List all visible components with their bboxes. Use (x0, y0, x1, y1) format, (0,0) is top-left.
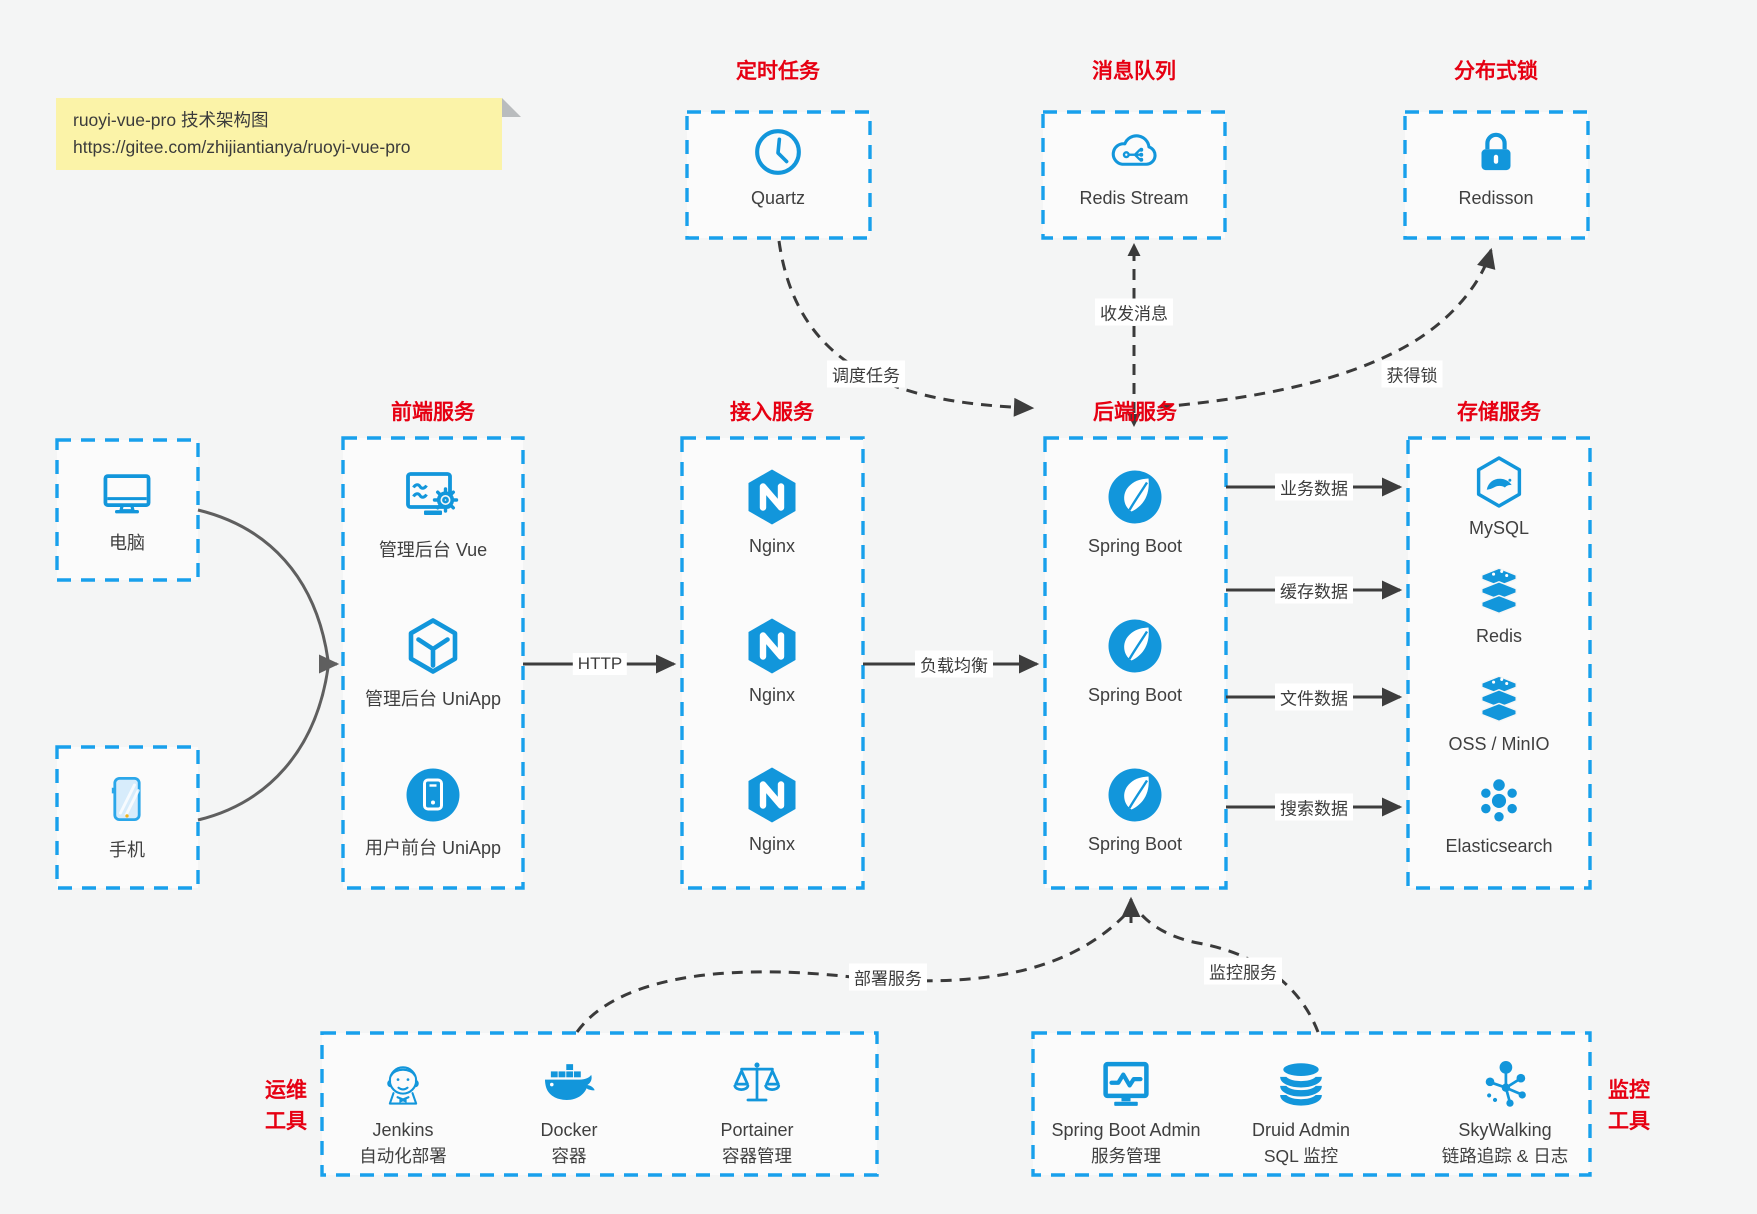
edge-monitor-service (1138, 912, 1320, 1033)
backend-title: 后端服务 (1093, 401, 1177, 424)
node-nginx-1: Nginx (672, 465, 872, 557)
label-monitor-service: 监控服务 (1204, 957, 1282, 985)
user-app-icon (401, 763, 465, 827)
node-springboot-2: Spring Boot (1035, 614, 1235, 706)
note-fold-corner (502, 98, 521, 117)
oss-minio-icon (1470, 669, 1528, 727)
node-mobile: 手机 (27, 769, 227, 862)
jenkins-icon (374, 1056, 432, 1114)
portainer-icon (728, 1056, 786, 1114)
label-http: HTTP (572, 653, 628, 675)
storage-title: 存储服务 (1457, 401, 1541, 424)
scheduler-title: 定时任务 (736, 60, 820, 83)
note-title: ruoyi-vue-pro 技术架构图 (73, 110, 269, 130)
edge-message-arrowhead-up (1127, 243, 1141, 256)
ops-title: 运维 工具 (265, 1079, 307, 1133)
node-oss-minio: OSS / MinIO (1399, 669, 1599, 755)
label-schedule-job: 调度任务 (827, 360, 905, 388)
edge-schedule-job (777, 240, 1035, 417)
cloud-queue-icon (1105, 123, 1163, 181)
frontend-title: 前端服务 (391, 401, 475, 424)
node-druid-admin: Druid Admin SQL 监控 (1201, 1056, 1401, 1168)
uniapp-cube-icon (401, 614, 465, 678)
node-jenkins: Jenkins 自动化部署 (303, 1056, 503, 1168)
redisson-label: Redisson (1458, 188, 1534, 208)
redis-stream-label: Redis Stream (1079, 188, 1189, 208)
node-quartz: Quartz (678, 123, 878, 209)
edge-client-mobile (197, 667, 330, 822)
quartz-label: Quartz (750, 188, 806, 208)
node-portainer: Portainer 容器管理 (657, 1056, 857, 1168)
desktop-icon (97, 462, 157, 522)
label-acquire-lock: 获得锁 (1381, 360, 1443, 388)
lock-title: 分布式锁 (1454, 60, 1538, 83)
node-nginx-3: Nginx (672, 763, 872, 855)
sticky-note: ruoyi-vue-pro 技术架构图 https://gitee.com/zh… (56, 98, 502, 170)
admin-vue-icon (401, 465, 465, 529)
node-redisson: Redisson (1396, 123, 1596, 209)
mobile-label: 手机 (109, 840, 145, 860)
spring-boot-icon (1103, 614, 1167, 678)
label-search-data: 搜索数据 (1275, 793, 1353, 821)
sba-icon (1097, 1056, 1155, 1114)
storage-box (1406, 436, 1592, 890)
node-elasticsearch: Elasticsearch (1399, 771, 1599, 857)
mq-box (1041, 110, 1227, 240)
node-springboot-3: Spring Boot (1035, 763, 1235, 855)
node-springboot-1: Spring Boot (1035, 465, 1235, 557)
node-admin-vue: 管理后台 Vue (333, 465, 533, 562)
docker-icon (540, 1056, 598, 1114)
node-user-uniapp: 用户前台 UniApp (333, 763, 533, 860)
elasticsearch-icon (1470, 771, 1528, 829)
label-load-balance: 负载均衡 (915, 650, 993, 678)
spring-boot-icon (1103, 763, 1167, 827)
spring-boot-icon (1103, 465, 1167, 529)
ops-box (320, 1031, 879, 1177)
label-file-data: 文件数据 (1275, 683, 1353, 711)
pc-label: 电脑 (109, 533, 145, 553)
node-nginx-2: Nginx (672, 614, 872, 706)
edge-client-pc (197, 508, 330, 661)
gateway-title: 接入服务 (730, 401, 814, 424)
skywalking-icon (1476, 1056, 1534, 1114)
node-spring-boot-admin: Spring Boot Admin 服务管理 (1026, 1056, 1226, 1168)
node-pc: 电脑 (27, 462, 227, 555)
label-send-receive-message: 收发消息 (1095, 298, 1173, 326)
label-cache-data: 缓存数据 (1275, 576, 1353, 604)
monitoring-title: 监控 工具 (1608, 1079, 1650, 1133)
node-mysql: MySQL (1399, 453, 1599, 539)
redis-stack-icon (1470, 561, 1528, 619)
druid-icon (1272, 1056, 1330, 1114)
smartphone-icon (97, 769, 157, 829)
edge-acquire-lock (1159, 247, 1496, 409)
nginx-icon (740, 465, 804, 529)
edge-message-arrowhead-down (1127, 414, 1141, 427)
note-url: https://gitee.com/zhijiantianya/ruoyi-vu… (73, 137, 411, 157)
node-redis: Redis (1399, 561, 1599, 647)
node-docker: Docker 容器 (469, 1056, 669, 1168)
node-admin-uniapp: 管理后台 UniApp (333, 614, 533, 711)
label-deploy-service: 部署服务 (849, 963, 927, 991)
node-redis-stream: Redis Stream (1034, 123, 1234, 209)
mobile-box (55, 745, 200, 890)
nginx-icon (740, 763, 804, 827)
lock-icon (1467, 123, 1525, 181)
mq-title: 消息队列 (1092, 60, 1176, 83)
label-business-data: 业务数据 (1275, 473, 1353, 501)
nginx-icon (740, 614, 804, 678)
node-skywalking: SkyWalking 链路追踪 & 日志 (1405, 1056, 1605, 1168)
clock-icon (749, 123, 807, 181)
mysql-icon (1470, 453, 1528, 511)
